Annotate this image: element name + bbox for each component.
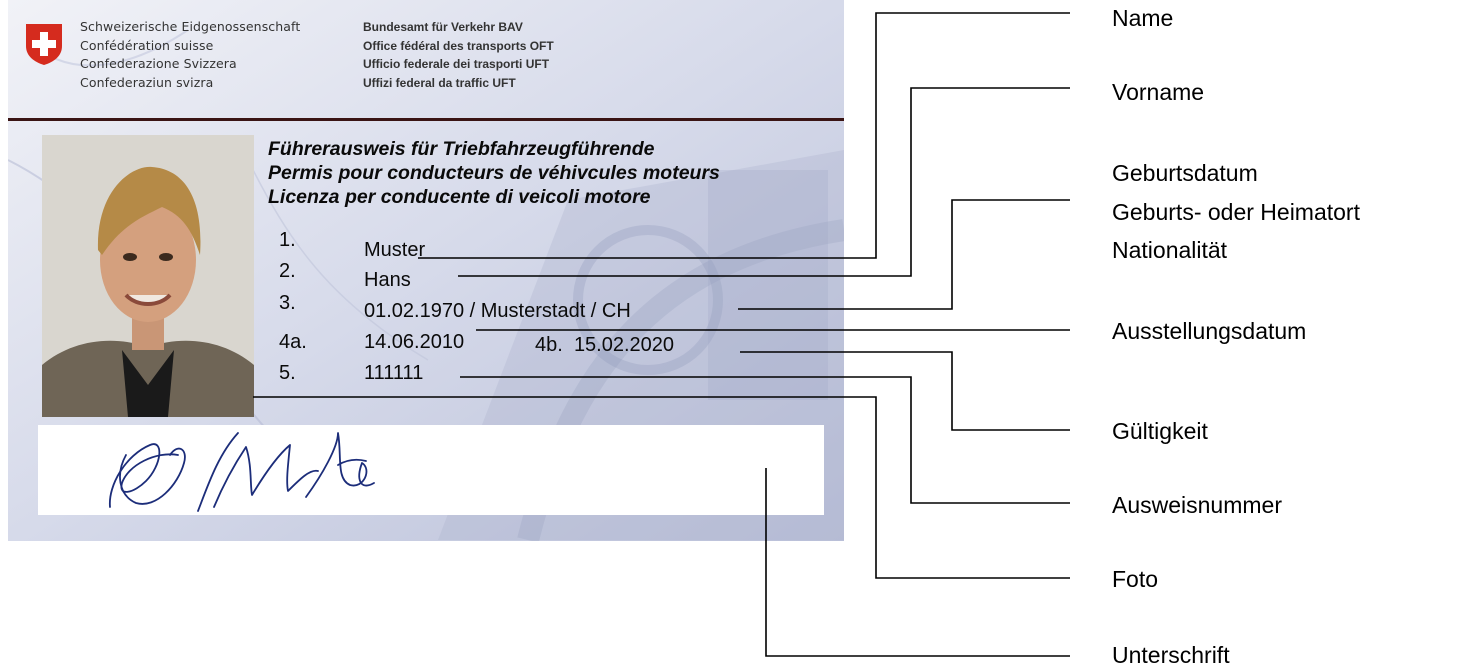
label-ausweisnummer: Ausweisnummer xyxy=(1112,492,1282,518)
card-header: Schweizerische Eidgenossenschaft Confédé… xyxy=(8,0,844,118)
driver-license-card: Schweizerische Eidgenossenschaft Confédé… xyxy=(8,0,844,541)
field-3-value: 01.02.1970 / Musterstadt / CH xyxy=(364,300,631,322)
office-name-de: Bundesamt für Verkehr BAV xyxy=(363,20,523,34)
field-2-number: 2. xyxy=(279,260,296,282)
label-name: Name xyxy=(1112,5,1174,31)
field-4b-value: 4b. 15.02.2020 xyxy=(535,334,674,357)
office-name-it: Ufficio federale dei trasporti UFT xyxy=(363,57,550,71)
admin-name-rm: Confederaziun svizra xyxy=(80,74,214,90)
field-4b-date: 15.02.2020 xyxy=(573,334,675,356)
office-name-rm: Uffizi federal da traffic UFT xyxy=(363,75,516,90)
label-geburtsort: Geburts- oder Heimatort xyxy=(1112,199,1360,225)
signature-field xyxy=(38,425,824,515)
office-names: Bundesamt für Verkehr BAV Office fédéral… xyxy=(363,18,554,92)
field-1-value: Muster xyxy=(364,239,426,261)
card-title: Führerausweis für Triebfahrzeugführende … xyxy=(268,137,720,209)
label-ausstellungsdatum: Ausstellungsdatum xyxy=(1112,318,1307,344)
field-4a-number: 4a. xyxy=(279,331,307,353)
title-de: Führerausweis für Triebfahrzeugführende xyxy=(268,138,655,160)
label-nationalitaet: Nationalität xyxy=(1112,237,1228,263)
admin-name-it: Confederazione Svizzera xyxy=(80,56,237,71)
title-fr: Permis pour conducteurs de véhivcules mo… xyxy=(268,162,720,184)
label-gueltigkeit: Gültigkeit xyxy=(1112,418,1208,444)
swiss-cross-icon xyxy=(26,24,62,65)
admin-name-de: Schweizerische Eidgenossenschaft xyxy=(80,19,301,34)
field-4a-value: 14.06.2010 xyxy=(364,331,465,353)
label-geburtsdatum: Geburtsdatum xyxy=(1112,160,1258,186)
field-5-value: 111111 xyxy=(364,362,424,384)
holder-signature xyxy=(109,432,375,512)
administration-names: Schweizerische Eidgenossenschaft Confédé… xyxy=(80,18,300,92)
label-vorname: Vorname xyxy=(1112,79,1205,105)
field-4b-number: 4b. xyxy=(535,334,563,356)
field-3-number: 3. xyxy=(279,292,296,314)
admin-name-fr: Confédération suisse xyxy=(80,37,214,53)
header-divider xyxy=(8,118,844,121)
field-1-number: 1. xyxy=(279,229,296,251)
label-unterschrift: Unterschrift xyxy=(1112,642,1230,668)
holder-photo xyxy=(42,135,254,417)
label-foto: Foto xyxy=(1112,566,1159,592)
office-name-fr: Office fédéral des transports OFT xyxy=(363,38,554,53)
field-2-value: Hans xyxy=(364,269,411,291)
title-it: Licenza per conducente di veicoli motore xyxy=(268,186,651,208)
field-5-number: 5. xyxy=(279,362,296,384)
